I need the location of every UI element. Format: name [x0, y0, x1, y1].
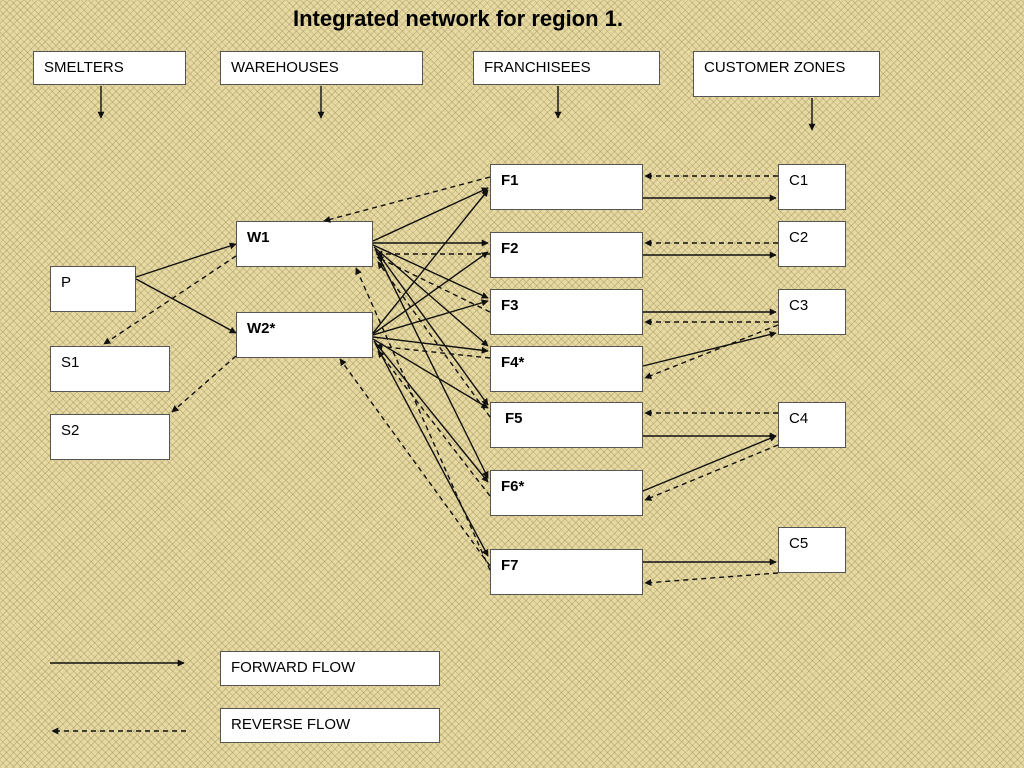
flow-w1-f5: [374, 248, 489, 406]
node-f7: F7: [490, 549, 643, 595]
flow-w2-f4: [372, 336, 489, 354]
flow-w1-s1-reverse: [103, 255, 237, 345]
flow-f3-w1-reverse: [376, 256, 491, 313]
header-warehouses: WAREHOUSES: [220, 51, 423, 85]
flow-f5-w1-reverse: [377, 261, 491, 418]
node-w1-label: W1: [247, 229, 270, 246]
node-s2-label: S2: [61, 422, 80, 439]
node-f7-label: F7: [501, 557, 519, 574]
node-s1-label: S1: [61, 354, 80, 371]
flow-p-w2: [135, 278, 237, 334]
node-c4-label: C4: [789, 410, 809, 427]
node-c4: C4: [778, 402, 846, 448]
node-c2-label: C2: [789, 229, 809, 246]
header-smelters-label: SMELTERS: [44, 59, 124, 76]
node-f2-label: F2: [501, 240, 519, 257]
node-w2: W2*: [236, 312, 373, 358]
flow-f4-c3: [642, 331, 777, 367]
node-s1: S1: [50, 346, 170, 392]
legend-forward-label: FORWARD FLOW: [231, 659, 356, 676]
flow-f7-w1-reverse: [355, 267, 491, 571]
flow-f1-w1-reverse: [323, 176, 491, 223]
node-w1: W1: [236, 221, 373, 267]
flow-f7-w2-reverse: [339, 358, 491, 567]
flow-w2-s2-reverse: [171, 355, 237, 413]
flow-w2-f5: [372, 338, 489, 409]
node-c3-label: C3: [789, 297, 809, 314]
node-f5-label: F5: [505, 410, 523, 427]
header-franchisees: FRANCHISEES: [473, 51, 660, 85]
node-f3-label: F3: [501, 297, 519, 314]
node-c5: C5: [778, 527, 846, 573]
flow-f4-w2-reverse: [375, 343, 491, 359]
node-f5: F5: [490, 402, 643, 448]
node-c2: C2: [778, 221, 846, 267]
node-p: P: [50, 266, 136, 312]
diagram-title: Integrated network for region 1.: [292, 6, 624, 31]
flow-c4-f6-reverse: [644, 444, 779, 501]
legend-reverse-label: REVERSE FLOW: [231, 716, 351, 733]
flow-w2-f1: [372, 189, 489, 334]
header-franchisees-label: FRANCHISEES: [484, 59, 591, 76]
node-s2: S2: [50, 414, 170, 460]
node-c3: C3: [778, 289, 846, 335]
node-c1: C1: [778, 164, 846, 210]
flow-w2-f2: [372, 251, 489, 335]
node-f1: F1: [490, 164, 643, 210]
header-warehouses-label: WAREHOUSES: [231, 59, 339, 76]
flow-f6-c4: [642, 435, 777, 492]
flow-w2-f3: [372, 299, 489, 336]
header-customer-zones: CUSTOMER ZONES: [693, 51, 880, 97]
node-f6-label: F6*: [501, 478, 525, 495]
flow-w1-f1: [372, 187, 489, 242]
node-f4: F4*: [490, 346, 643, 392]
flow-w1-f6: [375, 250, 489, 479]
node-f4-label: F4*: [501, 354, 525, 371]
header-smelters: SMELTERS: [33, 51, 186, 85]
header-customer-zones-label: CUSTOMER ZONES: [704, 59, 846, 76]
flow-c5-f7-reverse: [644, 572, 779, 587]
flow-w1-f3: [372, 244, 489, 299]
node-f2: F2: [490, 232, 643, 278]
flow-p-w1: [135, 242, 237, 278]
node-p-label: P: [61, 274, 72, 291]
flow-w2-f7: [374, 342, 489, 557]
node-c5-label: C5: [789, 535, 809, 552]
node-f3: F3: [490, 289, 643, 335]
node-f1-label: F1: [501, 172, 519, 189]
legend-reverse-box: REVERSE FLOW: [220, 708, 440, 743]
flow-c3-f4-reverse: [644, 324, 779, 379]
flow-w1-f4: [373, 246, 489, 347]
node-w2-label: W2*: [247, 320, 276, 337]
flow-f6-w2-reverse: [377, 350, 491, 497]
legend-forward-box: FORWARD FLOW: [220, 651, 440, 686]
node-f6: F6*: [490, 470, 643, 516]
flow-w2-f6: [373, 340, 489, 483]
node-c1-label: C1: [789, 172, 809, 189]
